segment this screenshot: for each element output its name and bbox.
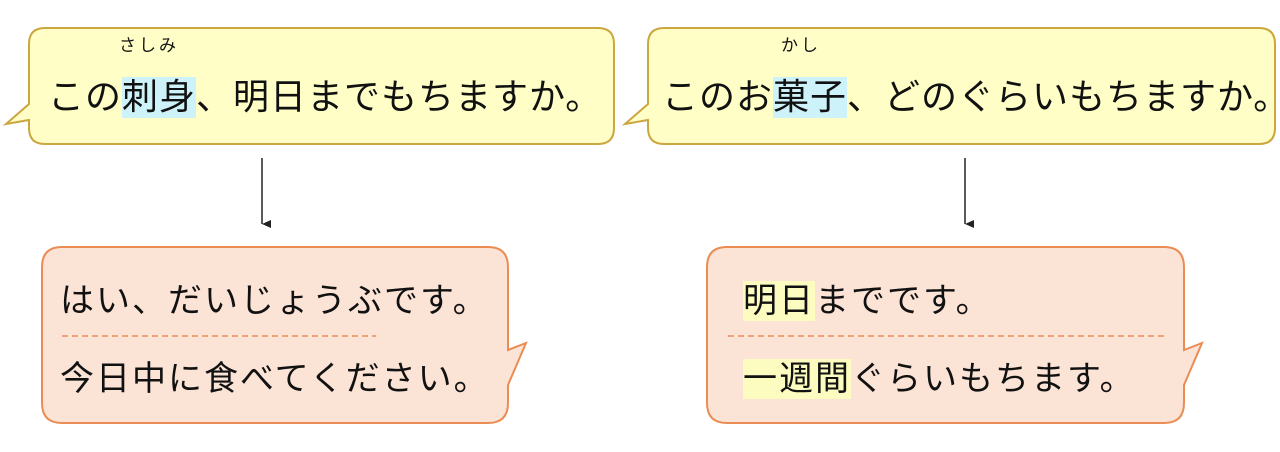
left-question-text: この刺身、明日までもちますか。 bbox=[48, 77, 603, 118]
left-question-highlight: 刺身 bbox=[122, 77, 197, 118]
left-answer-line1: はい、だいじょうぶです。 bbox=[60, 281, 489, 321]
right-question-before: このお bbox=[662, 77, 774, 118]
right-question-after: 、どのぐらいもちますか。 bbox=[847, 77, 1280, 118]
right-answer-line1-rest: までです。 bbox=[815, 281, 992, 321]
left-question-after: 、明日までもちますか。 bbox=[196, 77, 603, 118]
right-question-highlight: 菓子 bbox=[773, 77, 848, 118]
right-question-text: このお菓子、どのぐらいもちますか。 bbox=[662, 77, 1280, 118]
right-answer-line2-highlight: 一週間 bbox=[743, 359, 851, 399]
right-answer-line1-highlight: 明日 bbox=[743, 281, 815, 321]
right-furigana: かし bbox=[781, 36, 821, 56]
left-answer-line2: 今日中に食べてください。 bbox=[60, 359, 490, 399]
left-answer-bubble bbox=[41, 246, 528, 424]
right-answer-line2: 一週間ぐらいもちます。 bbox=[743, 359, 1136, 399]
left-question-before: この bbox=[48, 77, 123, 118]
right-answer-line2-rest: ぐらいもちます。 bbox=[851, 359, 1136, 399]
right-answer-line1: 明日までです。 bbox=[743, 281, 992, 321]
left-furigana: さしみ bbox=[119, 36, 179, 56]
